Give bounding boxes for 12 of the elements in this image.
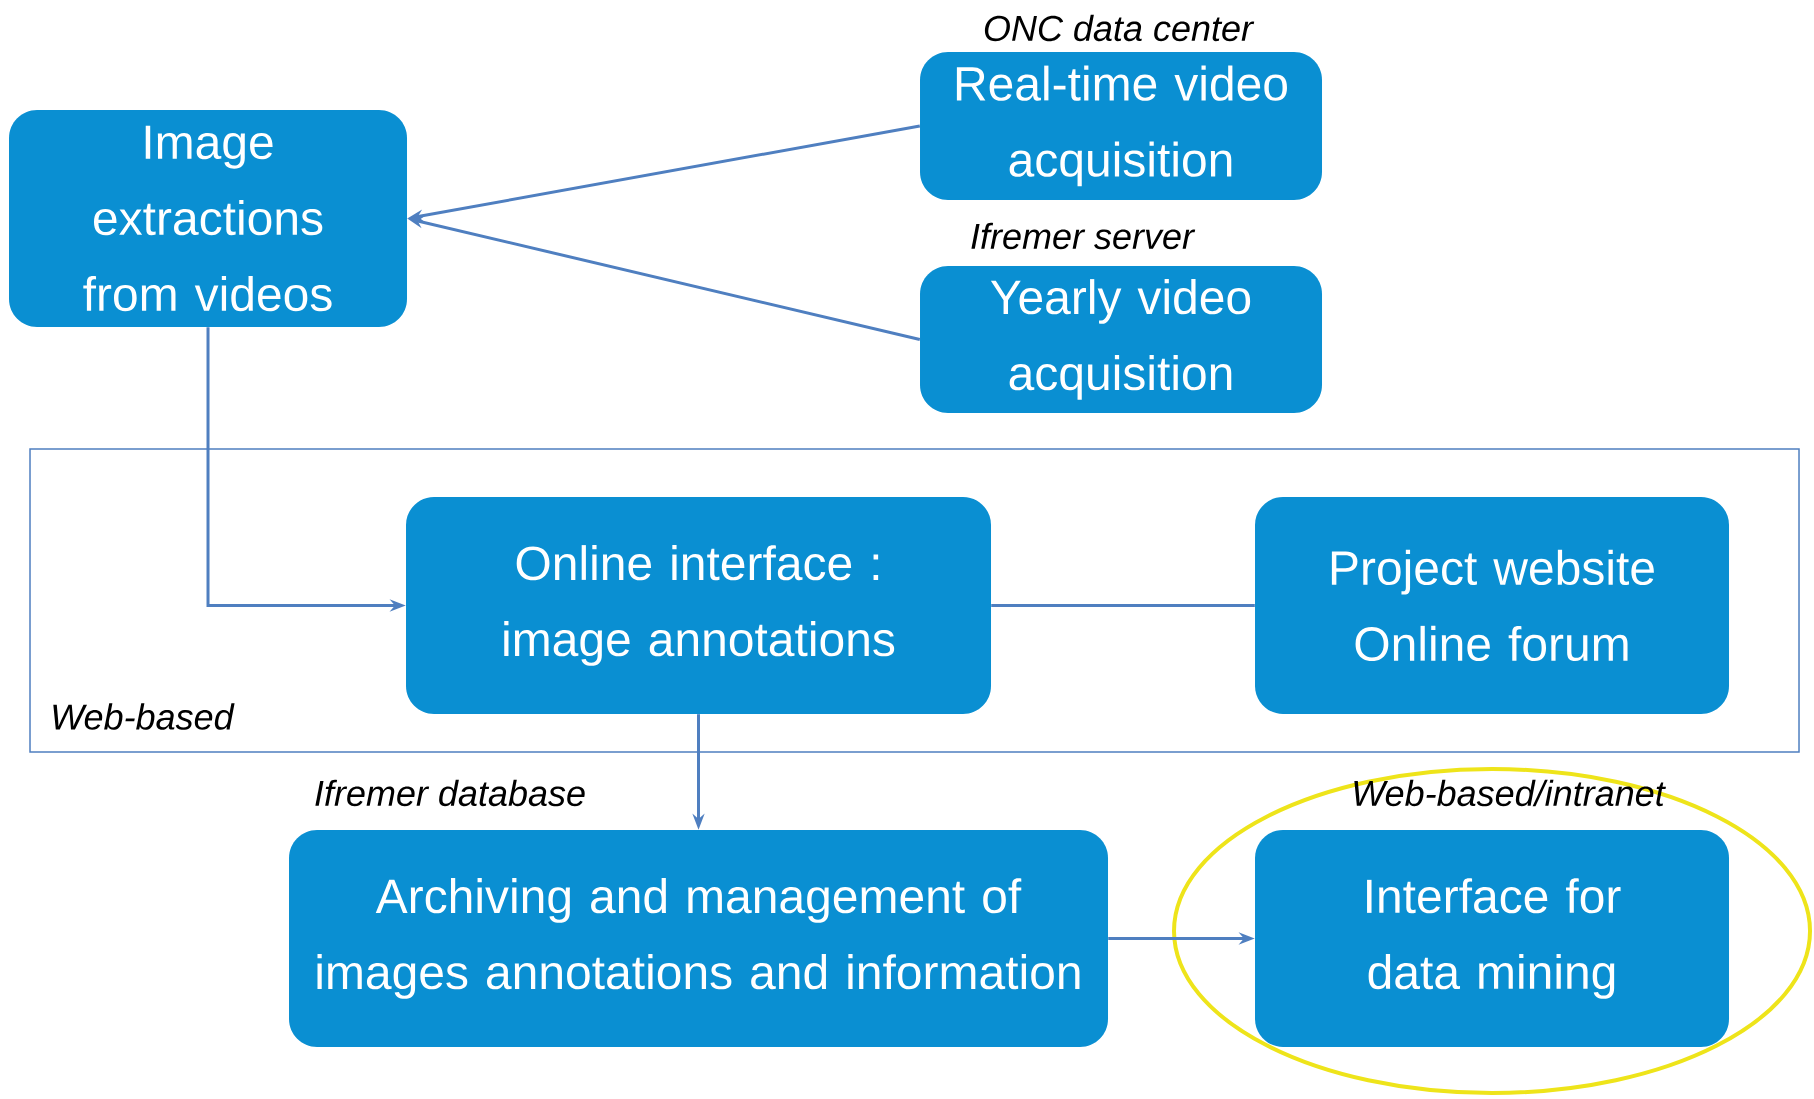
- box-caption: ONC data center: [984, 14, 1255, 42]
- process-box: Project website Online forum: [1255, 497, 1729, 714]
- box-caption: Ifremer server: [971, 222, 1196, 250]
- process-box: Yearly video acquisition: [920, 266, 1322, 413]
- box-caption: Web-based/intranet: [1354, 779, 1666, 807]
- process-box: Image extractions from videos: [9, 110, 407, 327]
- process-box: Archiving and management of images annotations and information: [289, 830, 1108, 1047]
- group-label: Web-based: [53, 703, 235, 730]
- process-box: Real-time video acquisition: [920, 52, 1322, 200]
- box-caption: Ifremer database: [315, 779, 585, 807]
- process-box: Interface for data mining: [1255, 830, 1729, 1047]
- process-box: Online interface : image annotations: [406, 497, 991, 714]
